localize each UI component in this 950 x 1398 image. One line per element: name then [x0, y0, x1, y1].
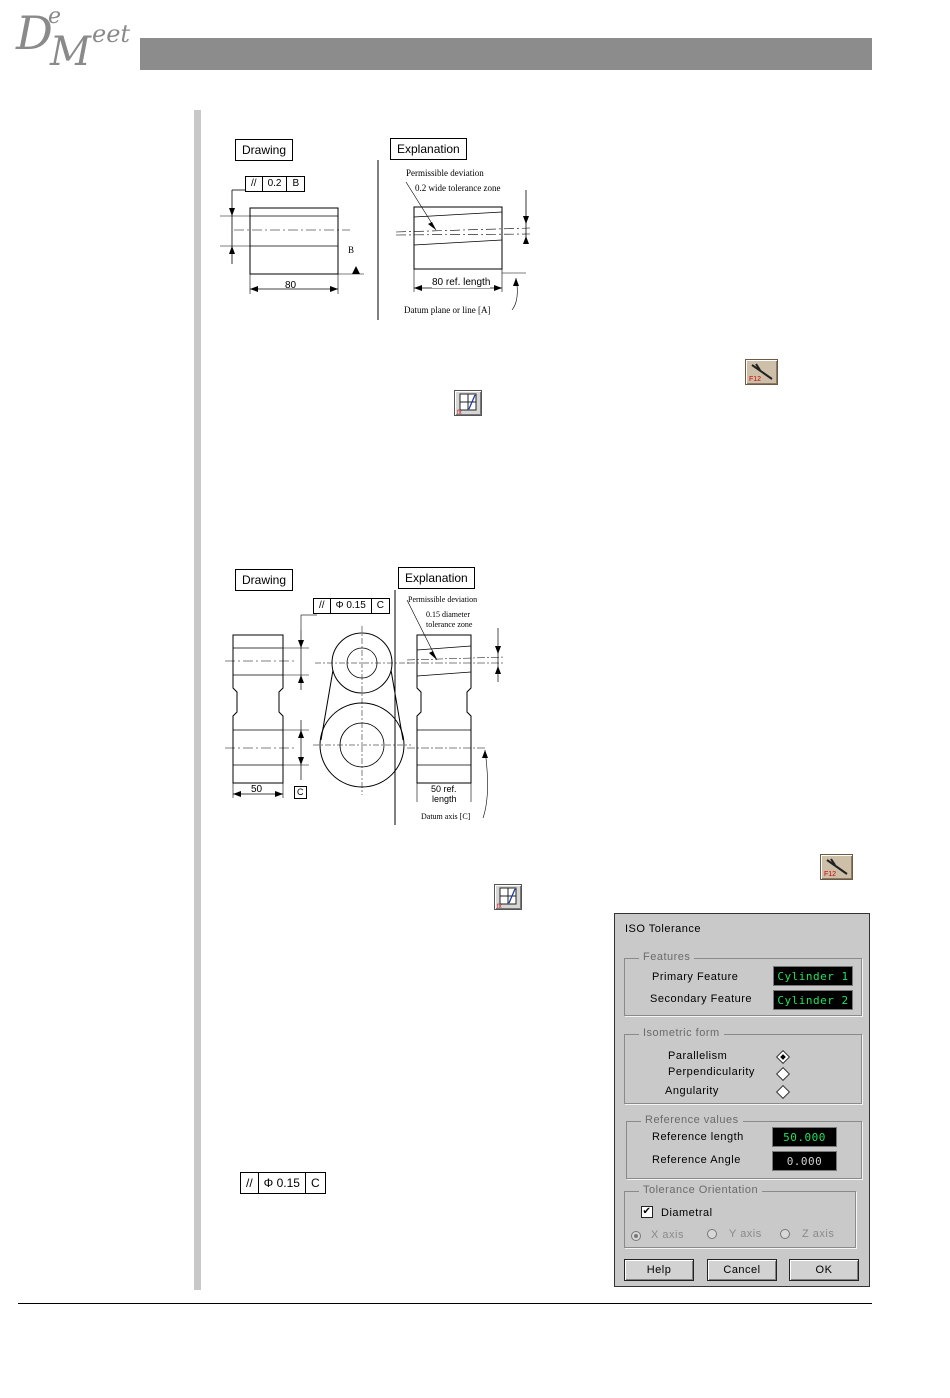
figure2-fcf: // Φ 0.15 C: [313, 598, 391, 614]
figure1-fcf: // 0.2 B: [245, 176, 306, 192]
help-button[interactable]: Help: [624, 1259, 694, 1281]
angularity-radio[interactable]: [775, 1084, 791, 1100]
perpendicularity-label: Perpendicularity: [668, 1066, 755, 1078]
figure2-datum-box: C: [294, 786, 307, 799]
fcf-value: Φ 0.15: [259, 1173, 306, 1193]
fcf-datum: B: [292, 178, 300, 189]
icon-caption: F12: [824, 871, 836, 878]
logo-letter-d: D: [16, 6, 53, 60]
ok-button[interactable]: OK: [789, 1259, 859, 1281]
measure-f12-icon[interactable]: F12: [820, 854, 853, 880]
feature-control-frame: // Φ 0.15 C: [240, 1172, 326, 1194]
figure1-drawing-svg: [220, 160, 531, 320]
fcf-symbol: //: [246, 177, 263, 191]
logo-letter-e: e: [48, 4, 62, 29]
figure1-datum-letter: B: [348, 245, 355, 255]
dialog-title: ISO Tolerance: [625, 923, 702, 935]
perpendicularity-radio[interactable]: [775, 1066, 791, 1082]
icon-caption: F12: [749, 376, 761, 383]
diametral-checkbox[interactable]: ✔: [641, 1206, 653, 1218]
figure1-note-deviation: Permissible deviation: [406, 168, 484, 178]
secondary-feature-label: Secondary Feature: [650, 993, 753, 1005]
fcf-symbol: //: [241, 1173, 259, 1193]
primary-feature-field[interactable]: Cylinder 1: [773, 966, 853, 986]
iso-tolerance-dialog: ISO Tolerance Features Primary Feature C…: [614, 913, 870, 1287]
icon-caption: fx: [497, 904, 502, 909]
fcf-datum: C: [310, 1176, 320, 1190]
figure2-dimension: 50: [251, 784, 263, 795]
z-axis-radio[interactable]: [780, 1229, 790, 1239]
header-bar: [140, 38, 872, 70]
tolerance-orientation-group-title: Tolerance Orientation: [639, 1184, 763, 1196]
figure1-drawing-label: Drawing: [235, 139, 294, 161]
reference-values-group: Reference values Reference length 50.000…: [626, 1114, 862, 1179]
figure1-datum-note: Datum plane or line [A]: [404, 305, 491, 315]
primary-feature-label: Primary Feature: [652, 971, 739, 983]
figure2-datum-note: Datum axis [C]: [421, 812, 471, 821]
angularity-label: Angularity: [665, 1085, 719, 1097]
figure1-dimension: 80: [285, 280, 297, 291]
figure1-ref-length: 80 ref. length: [432, 277, 491, 288]
fcf-value: Φ 0.15: [331, 599, 372, 613]
reference-length-field[interactable]: 50.000: [772, 1127, 837, 1147]
logo-eet: eet: [92, 20, 131, 48]
isometric-form-group-title: Isometric form: [639, 1027, 724, 1039]
figure2-drawing-svg: [225, 590, 506, 825]
fcf-symbol: //: [314, 599, 331, 613]
parallelism-radio[interactable]: [775, 1049, 791, 1065]
measure-f12-icon[interactable]: F12: [745, 359, 778, 385]
diametral-label: Diametral: [661, 1207, 713, 1219]
figure2-drawing-label: Drawing: [235, 569, 294, 591]
figure2-note-zone-1: 0.15 diameter: [426, 610, 470, 619]
reference-length-label: Reference length: [652, 1131, 744, 1143]
isometric-form-group: Isometric form Parallelism Perpendicular…: [624, 1027, 862, 1104]
secondary-feature-field[interactable]: Cylinder 2: [773, 990, 853, 1010]
icon-caption: fx: [457, 410, 462, 415]
fcf-value: 0.2: [263, 177, 288, 191]
figure1-explanation-label: Explanation: [390, 138, 467, 160]
fcf-datum: C: [376, 600, 385, 611]
reference-angle-field[interactable]: 0.000: [772, 1151, 837, 1171]
figure2-explanation-label: Explanation: [398, 567, 475, 589]
features-group-title: Features: [639, 951, 695, 963]
y-axis-radio[interactable]: [707, 1229, 717, 1239]
tolerance-orientation-group: Tolerance Orientation ✔ Diametral X axis…: [624, 1184, 856, 1248]
parallelism-label: Parallelism: [668, 1050, 728, 1062]
figure2-note-zone-2: tolerance zone: [426, 620, 473, 629]
figure2-ref-length-2: length: [432, 794, 457, 804]
y-axis-label: Y axis: [729, 1228, 762, 1240]
reference-values-group-title: Reference values: [641, 1114, 743, 1126]
x-axis-radio[interactable]: [631, 1231, 641, 1241]
logo-letter-m: M: [50, 29, 91, 75]
figure1-note-zone: 0.2 wide tolerance zone: [415, 183, 501, 193]
reference-angle-label: Reference Angle: [652, 1154, 741, 1166]
figure2-ref-length-1: 50 ref.: [431, 784, 457, 794]
cancel-button[interactable]: Cancel: [707, 1259, 777, 1281]
left-margin-rule: [194, 110, 201, 1290]
x-axis-label: X axis: [651, 1229, 684, 1241]
z-axis-label: Z axis: [802, 1228, 835, 1240]
tolerance-fx-icon[interactable]: fx: [494, 884, 522, 910]
features-group: Features Primary Feature Cylinder 1 Seco…: [624, 951, 862, 1016]
figure2-note-deviation: Permissible deviation: [408, 595, 478, 604]
footer-rule: [18, 1303, 872, 1304]
tolerance-fx-icon[interactable]: fx: [454, 390, 482, 416]
